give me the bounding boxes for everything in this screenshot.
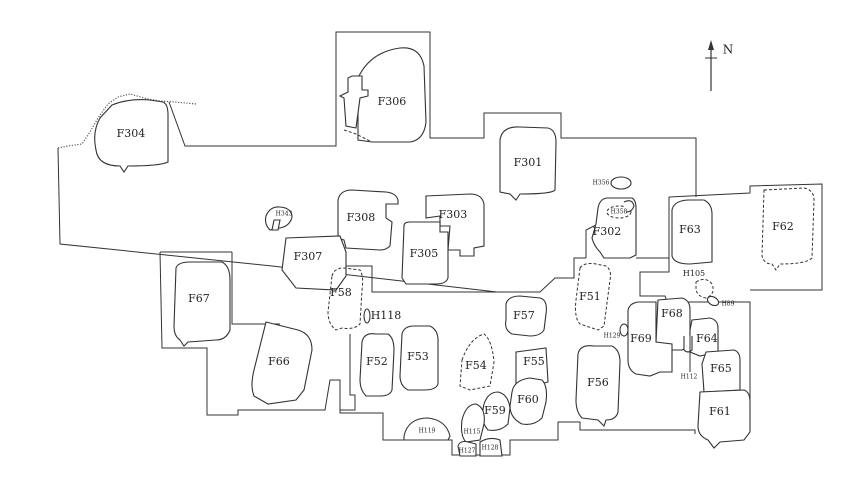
label-f65: F65 bbox=[710, 362, 732, 375]
label-h129: H129 bbox=[604, 333, 621, 340]
label-f303: F303 bbox=[439, 208, 468, 221]
label-h119: H119 bbox=[419, 428, 436, 435]
feature-f64: F64 bbox=[683, 317, 719, 372]
label-f66: F66 bbox=[268, 355, 290, 368]
label-f67: F67 bbox=[188, 292, 210, 305]
feature-f58: F58 bbox=[327, 267, 364, 331]
label-h343: H343 bbox=[276, 211, 293, 218]
pit-h129: H129 bbox=[604, 323, 629, 340]
feature-f307: F307 bbox=[281, 235, 347, 291]
label-f55: F55 bbox=[523, 355, 545, 368]
feature-f63: F63 bbox=[671, 199, 713, 265]
pit-h119: H119 bbox=[403, 417, 451, 441]
label-f302: F302 bbox=[593, 225, 622, 238]
feature-f65: F65 bbox=[701, 349, 741, 393]
pit-h89: H89 bbox=[706, 295, 735, 308]
label-f52: F52 bbox=[366, 355, 388, 368]
feature-f308: F308 bbox=[337, 189, 399, 251]
pit-h112: H112 bbox=[681, 374, 698, 381]
feature-f54: F54 bbox=[459, 333, 495, 391]
label-f59: F59 bbox=[484, 404, 506, 417]
label-f60: F60 bbox=[517, 393, 539, 406]
feature-f57: F57 bbox=[505, 295, 547, 337]
north-arrow: N bbox=[705, 40, 733, 91]
pit-h356: H356 bbox=[593, 176, 632, 190]
label-f62: F62 bbox=[772, 220, 794, 233]
label-h358: H358 bbox=[611, 209, 628, 216]
label-h89: H89 bbox=[722, 301, 735, 308]
label-f305: F305 bbox=[410, 247, 439, 260]
label-h118: H118 bbox=[371, 309, 402, 322]
pit-h127: H127 bbox=[457, 440, 477, 457]
feature-f305: F305 bbox=[401, 221, 449, 285]
feature-f59: F59 bbox=[482, 391, 511, 431]
pit-h105: H105 bbox=[683, 269, 714, 299]
feature-f60: F60 bbox=[509, 377, 548, 425]
site-boundary bbox=[57, 31, 823, 456]
label-h127: H127 bbox=[459, 448, 476, 455]
label-h105: H105 bbox=[683, 269, 705, 278]
label-f68: F68 bbox=[661, 307, 683, 320]
label-f61: F61 bbox=[709, 405, 731, 418]
feature-f68: F68 bbox=[655, 297, 691, 351]
label-f51: F51 bbox=[579, 290, 601, 303]
feature-f306: F306 bbox=[338, 47, 427, 143]
label-f57: F57 bbox=[513, 309, 535, 322]
label-f63: F63 bbox=[679, 223, 701, 236]
pit-h118: H118 bbox=[363, 308, 402, 324]
feature-f62: F62 bbox=[761, 187, 815, 271]
label-f304: F304 bbox=[117, 127, 146, 140]
label-f307: F307 bbox=[294, 250, 323, 263]
feature-f52: F52 bbox=[359, 333, 395, 397]
feature-f301: F301 bbox=[499, 126, 557, 201]
label-f54: F54 bbox=[465, 359, 487, 372]
label-f301: F301 bbox=[514, 156, 543, 169]
label-f58: F58 bbox=[330, 286, 352, 299]
label-h356: H356 bbox=[593, 180, 610, 187]
feature-f304: F304 bbox=[94, 99, 169, 173]
label-f306: F306 bbox=[378, 95, 407, 108]
label-h128: H128 bbox=[482, 445, 499, 452]
label-f56: F56 bbox=[587, 376, 609, 389]
feature-f61: F61 bbox=[697, 389, 751, 449]
feature-f69: F69 bbox=[627, 301, 673, 377]
label-h115: H115 bbox=[464, 429, 481, 436]
feature-f56: F56 bbox=[575, 345, 621, 428]
pit-h343: H343 bbox=[264, 206, 293, 231]
label-f64: F64 bbox=[696, 332, 718, 345]
north-label: N bbox=[723, 43, 734, 57]
pit-h128: H128 bbox=[479, 437, 503, 457]
feature-f55: F55 bbox=[515, 347, 549, 387]
label-f69: F69 bbox=[630, 332, 652, 345]
feature-f66: F66 bbox=[251, 321, 313, 405]
label-f308: F308 bbox=[347, 211, 376, 224]
feature-f53: F53 bbox=[399, 325, 439, 391]
label-h112: H112 bbox=[681, 374, 698, 381]
pit-h115: H115 bbox=[460, 403, 485, 443]
label-f53: F53 bbox=[407, 350, 429, 363]
feature-f51: F51 bbox=[575, 263, 611, 331]
feature-f67: F67 bbox=[173, 261, 231, 347]
feature-f303: F303 bbox=[425, 193, 485, 257]
feature-f302: H358 F302 bbox=[591, 197, 637, 259]
